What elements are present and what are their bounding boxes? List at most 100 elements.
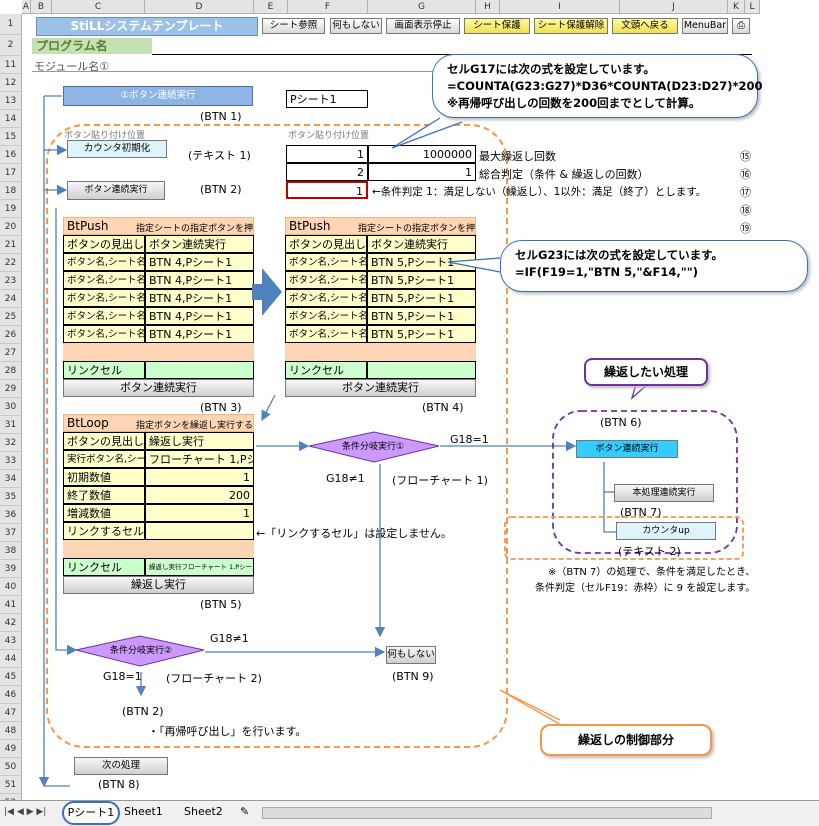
link-cell-value[interactable]: 繰返し実行フローチャート 1,Pシート1:1:200:1 [145,558,254,576]
block-row-value[interactable]: 1 [145,504,254,522]
sheet-protect-button[interactable]: シート保護 [464,18,530,34]
column-header[interactable]: E [254,0,288,14]
column-header[interactable]: D [145,0,254,14]
column-header[interactable]: C [52,0,145,14]
row-header[interactable]: 33 [0,452,22,470]
row-header[interactable]: 37 [0,524,22,542]
screen-update-stop-button[interactable]: 画面表示停止 [386,18,460,34]
row-header[interactable]: 32 [0,434,22,452]
block-exec-button[interactable]: ボタン連続実行 [63,379,254,397]
row-header[interactable]: 36 [0,506,22,524]
column-header[interactable]: J [620,0,728,14]
column-header[interactable]: F [288,0,368,14]
row-header[interactable]: 11 [0,56,22,74]
btn8-button[interactable]: 次の処理 [74,757,168,775]
row-header[interactable]: 1 [0,14,22,35]
row-header[interactable]: 30 [0,398,22,416]
column-header[interactable]: K [728,0,745,14]
row-header[interactable]: 51 [0,776,22,794]
row-header[interactable]: 39 [0,560,22,578]
sheet-ref-button[interactable]: シート参照 [262,18,325,34]
tab-sheet1[interactable]: Sheet1 [124,805,163,818]
row-header[interactable]: 34 [0,470,22,488]
print-icon[interactable]: ⎙ [732,18,750,34]
btn9-button[interactable]: 何もしない [386,646,436,664]
block-row-value[interactable]: ボタン連続実行 [145,235,254,253]
block-row-value[interactable]: BTN 4,Pシート1 [145,289,254,307]
row-header[interactable]: 2 [0,35,22,56]
row-header[interactable]: 42 [0,614,22,632]
row-header[interactable]: 44 [0,650,22,668]
row-header[interactable]: 28 [0,362,22,380]
block-row-value[interactable] [145,522,254,540]
tab-nav-arrows-icon[interactable]: |◀ ◀ ▶ ▶| [4,807,47,817]
go-top-button[interactable]: 文頭へ戻る [612,18,678,34]
row-header[interactable]: 21 [0,236,22,254]
sheet-name-cell[interactable]: Pシート1 [286,90,368,108]
row-header[interactable]: 18 [0,182,22,200]
counter-up-button[interactable]: カウンタup [616,522,716,540]
row-header[interactable]: 46 [0,686,22,704]
cell-f18[interactable]: 2 [286,163,368,181]
horizontal-scrollbar[interactable] [262,807,712,819]
row-header[interactable]: 16 [0,146,22,164]
row-header[interactable]: 25 [0,308,22,326]
block-row-value[interactable]: BTN 4,Pシート1 [145,271,254,289]
do-nothing-button[interactable]: 何もしない [330,18,382,34]
tab-p-sheet1[interactable]: Pシート1 [62,801,120,825]
row-header[interactable]: 23 [0,272,22,290]
row-header[interactable]: 49 [0,740,22,758]
column-header[interactable]: H [476,0,500,14]
block-row-value[interactable]: BTN 4,Pシート1 [145,307,254,325]
block-row-value[interactable]: BTN 4,Pシート1 [145,325,254,343]
column-header[interactable]: L [745,0,760,14]
row-header[interactable]: 22 [0,254,22,272]
row-header[interactable]: 19 [0,200,22,218]
link-cell-value[interactable] [145,361,254,379]
block-row-value[interactable]: 200 [145,486,254,504]
btn2-button[interactable]: ボタン連続実行 [67,181,165,200]
row-header[interactable]: 12 [0,74,22,92]
cell-f17[interactable]: 1 [286,145,368,163]
row-header[interactable]: 38 [0,542,22,560]
row-header[interactable]: 26 [0,326,22,344]
sheet-unprotect-button[interactable]: シート保護解除 [534,18,608,34]
row-header[interactable]: 24 [0,290,22,308]
block-exec-button[interactable]: ボタン連続実行 [285,379,476,397]
row-header[interactable]: 17 [0,164,22,182]
row-header[interactable]: 29 [0,380,22,398]
block-row-value[interactable]: ボタン連続実行 [367,235,476,253]
row-header[interactable]: 27 [0,344,22,362]
link-cell-value[interactable] [367,361,476,379]
row-header[interactable]: 47 [0,704,22,722]
row-header[interactable]: 35 [0,488,22,506]
block-row-value[interactable]: 繰返し実行 [145,432,254,450]
block-row-value[interactable]: 1 [145,468,254,486]
column-header[interactable]: G [368,0,476,14]
row-header[interactable]: 20 [0,218,22,236]
column-header[interactable]: A [22,0,31,14]
block-row-value[interactable]: BTN 5,Pシート1 [367,325,476,343]
row-header[interactable]: 31 [0,416,22,434]
row-header[interactable]: 15 [0,128,22,146]
block-row-value[interactable]: BTN 5,Pシート1 [367,289,476,307]
row-header[interactable]: 50 [0,758,22,776]
btn1-button[interactable]: ①ボタン連続実行 [63,86,253,106]
flow2-shape-label[interactable]: 条件分岐実行② [110,646,173,656]
block-exec-button[interactable]: 繰返し実行 [63,576,254,594]
block-row-value[interactable]: BTN 5,Pシート1 [367,307,476,325]
column-header[interactable]: I [500,0,620,14]
row-header[interactable]: 14 [0,110,22,128]
tab-sheet2[interactable]: Sheet2 [184,805,223,818]
row-header[interactable]: 43 [0,632,22,650]
row-header[interactable]: 40 [0,578,22,596]
menubar-button[interactable]: MenuBar [682,18,728,34]
cell-f19-condition[interactable]: 1 [286,181,368,199]
row-header[interactable]: 13 [0,92,22,110]
cell-g17[interactable]: 1000000 [368,145,476,163]
btn7-button[interactable]: 本処理連続実行 [614,484,714,502]
column-header[interactable]: B [31,0,52,14]
block-row-value[interactable]: BTN 4,Pシート1 [145,253,254,271]
block-row-value[interactable]: BTN 5,Pシート1 [367,271,476,289]
block-row-value[interactable]: フローチャート 1,Pシート1 [145,450,254,468]
